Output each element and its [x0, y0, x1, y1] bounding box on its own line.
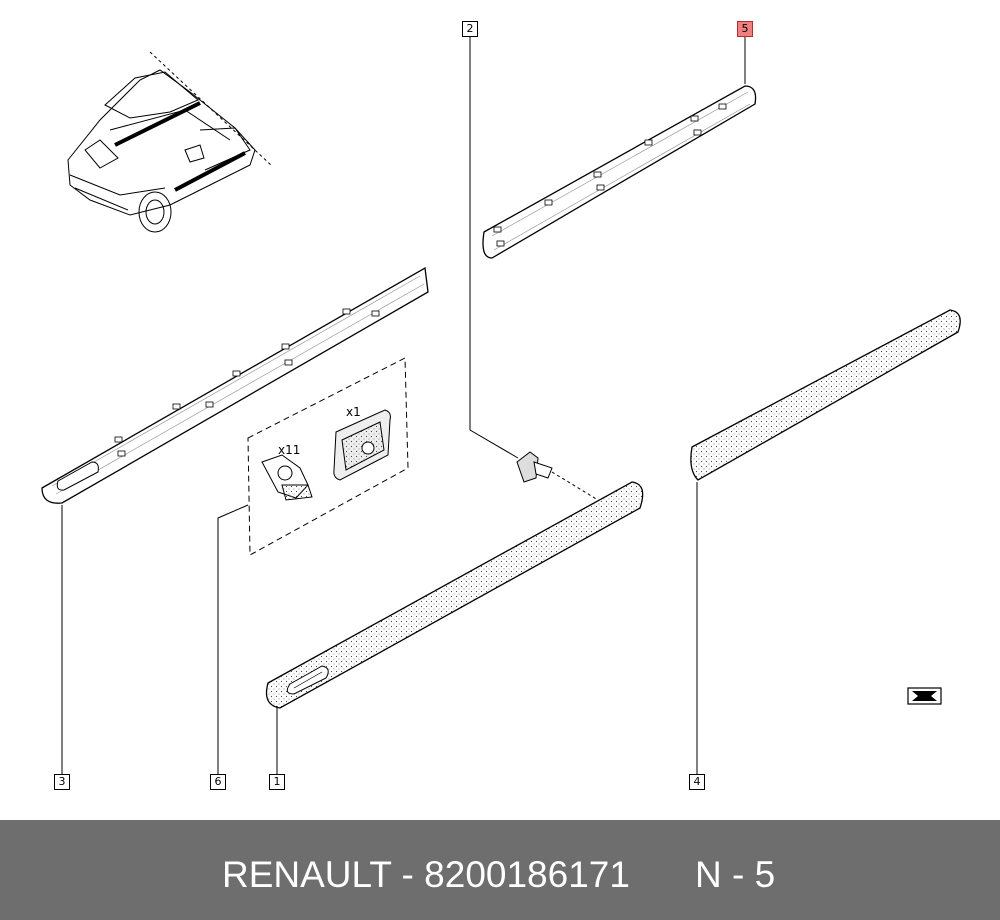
parts-diagram: [41, 36, 961, 774]
callout-2[interactable]: 2: [462, 21, 478, 37]
clip-icon: [261, 454, 313, 501]
part-4-molding: [690, 309, 961, 481]
callout-3[interactable]: 3: [54, 774, 70, 790]
footer-bar: RENAULT - 8200186171 N - 5: [0, 820, 1000, 920]
footer-reference: N - 5: [695, 854, 776, 895]
part-6-clip-kit: [247, 357, 409, 556]
plate-icon: [333, 409, 391, 481]
callout-6[interactable]: 6: [210, 774, 226, 790]
clip-quantity: x11: [278, 443, 301, 457]
part-5-trim-strip: [482, 85, 757, 259]
part-3-trim-strip: [41, 266, 429, 504]
footer-brand-part: RENAULT - 8200186171: [222, 854, 630, 895]
label-symbol-icon: [907, 687, 942, 705]
callout-1[interactable]: 1: [269, 774, 285, 790]
part-2-screw: [516, 451, 599, 501]
callout-4[interactable]: 4: [689, 774, 705, 790]
callout-5[interactable]: 5: [737, 21, 753, 37]
leader-lines: [61, 36, 746, 774]
plate-quantity: x1: [346, 405, 361, 419]
car-illustration: [67, 51, 273, 233]
part-1-molding: [265, 481, 644, 709]
